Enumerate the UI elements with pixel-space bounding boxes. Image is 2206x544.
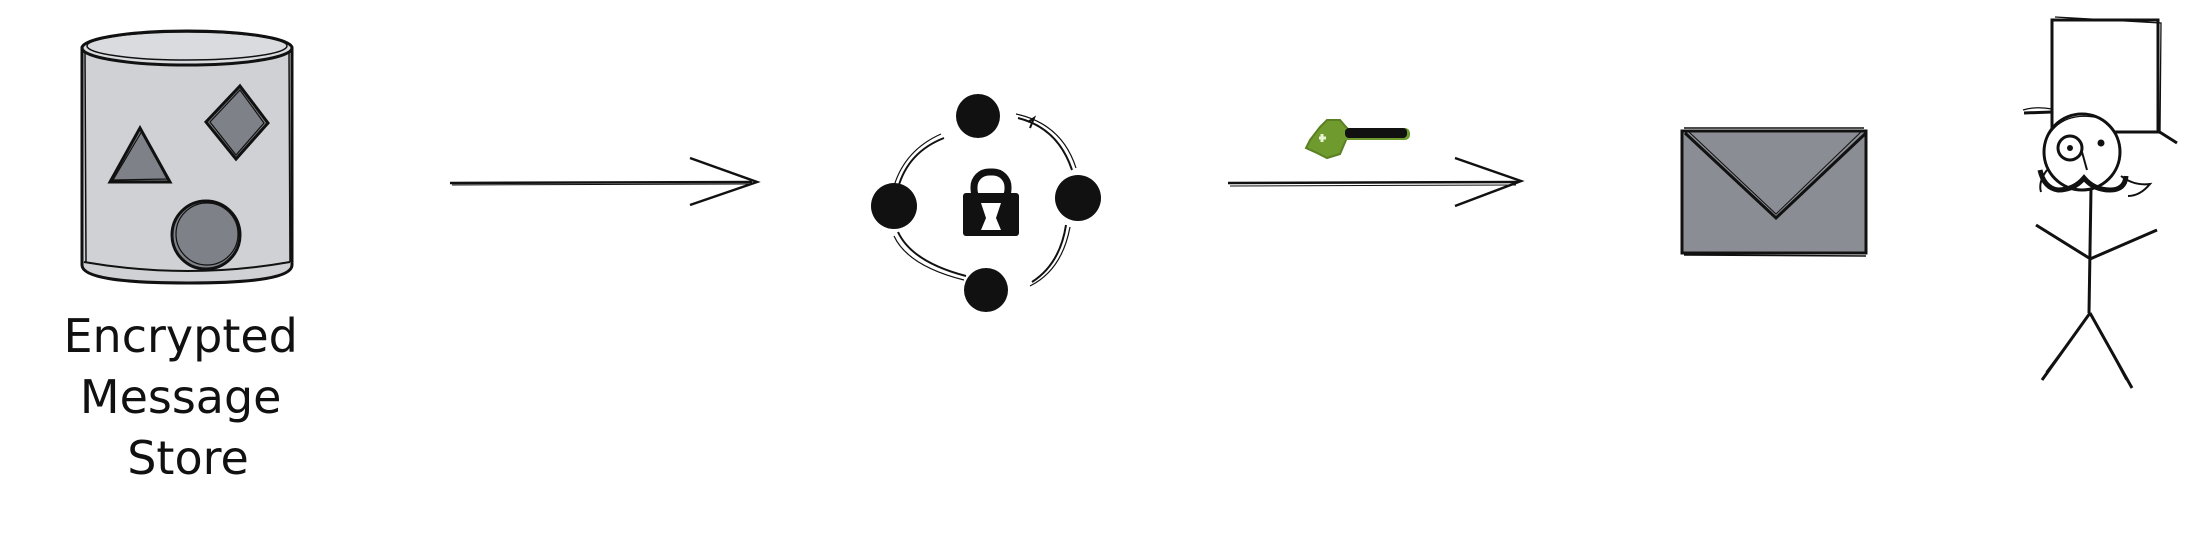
- encryption-service-node[interactable]: [871, 94, 1101, 312]
- database-cylinder-icon: [80, 29, 294, 285]
- recipient-node[interactable]: [2022, 16, 2178, 389]
- store-label: Encrypted Message Store: [63, 309, 312, 485]
- envelope-icon: [1680, 127, 1868, 257]
- store-label-line-3: Store: [127, 431, 249, 485]
- arrow-store-to-encryption: [449, 156, 761, 207]
- arrow-encryption-to-message: [1227, 156, 1525, 208]
- top-hat-stick-figure-icon: [2022, 16, 2178, 389]
- store-node[interactable]: Encrypted Message Store: [63, 29, 312, 485]
- store-label-line-2: Message: [80, 370, 282, 424]
- message-node[interactable]: [1680, 127, 1868, 257]
- padlock-ring-icon: [871, 94, 1101, 312]
- key-icon: [1304, 119, 1410, 160]
- store-label-line-1: Encrypted: [63, 309, 297, 363]
